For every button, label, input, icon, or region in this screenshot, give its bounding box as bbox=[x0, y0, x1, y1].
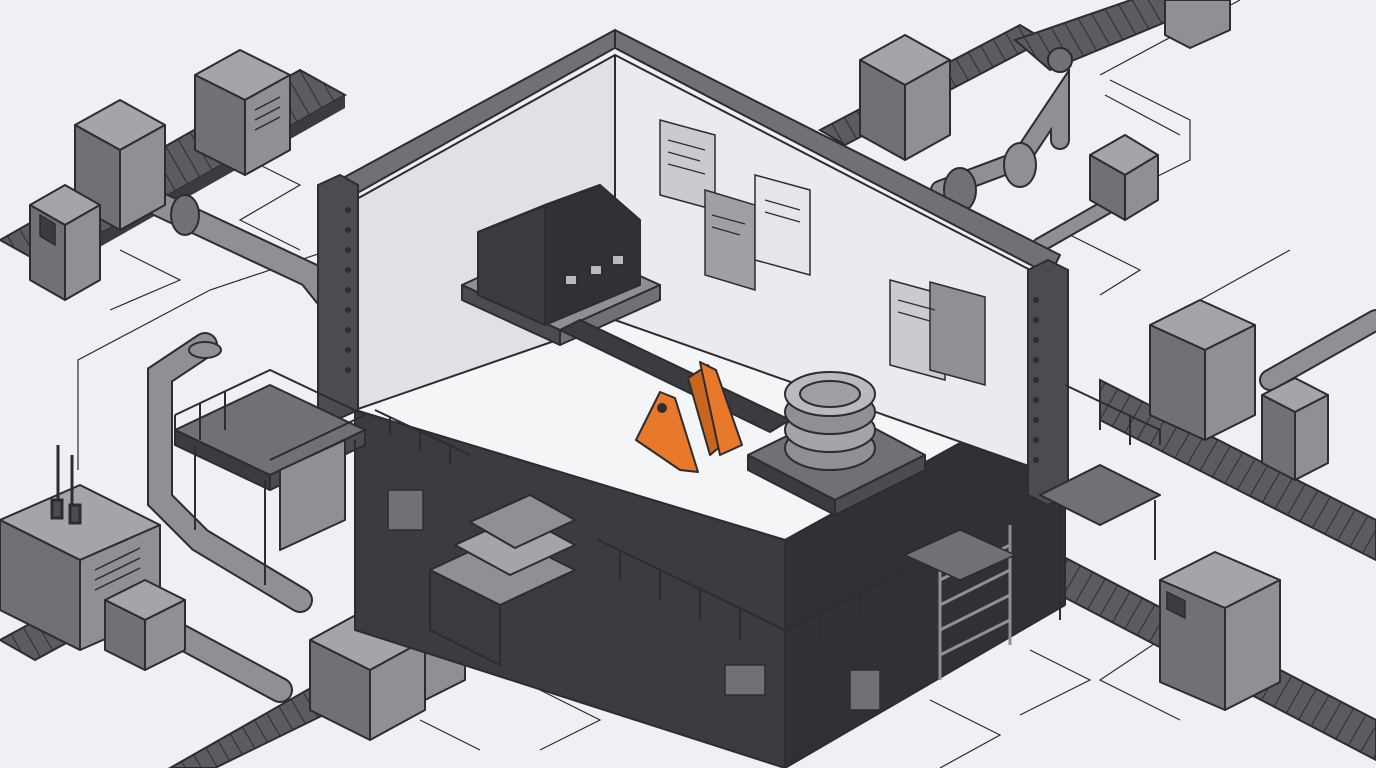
pipes bbox=[137, 66, 1376, 703]
staircase bbox=[429, 494, 576, 666]
pipe-rollers bbox=[170, 142, 1037, 359]
railings bbox=[174, 368, 1161, 640]
warning-brackets bbox=[635, 361, 743, 473]
balcony-left bbox=[174, 384, 366, 585]
column-holes bbox=[345, 207, 1039, 463]
disc-stack bbox=[747, 371, 926, 516]
document-panels bbox=[659, 119, 986, 386]
platform-details bbox=[387, 489, 1017, 711]
balcony-right bbox=[1039, 464, 1161, 620]
factory-building-model bbox=[461, 184, 661, 346]
antennas bbox=[50, 445, 82, 525]
machine-details bbox=[39, 96, 1186, 647]
